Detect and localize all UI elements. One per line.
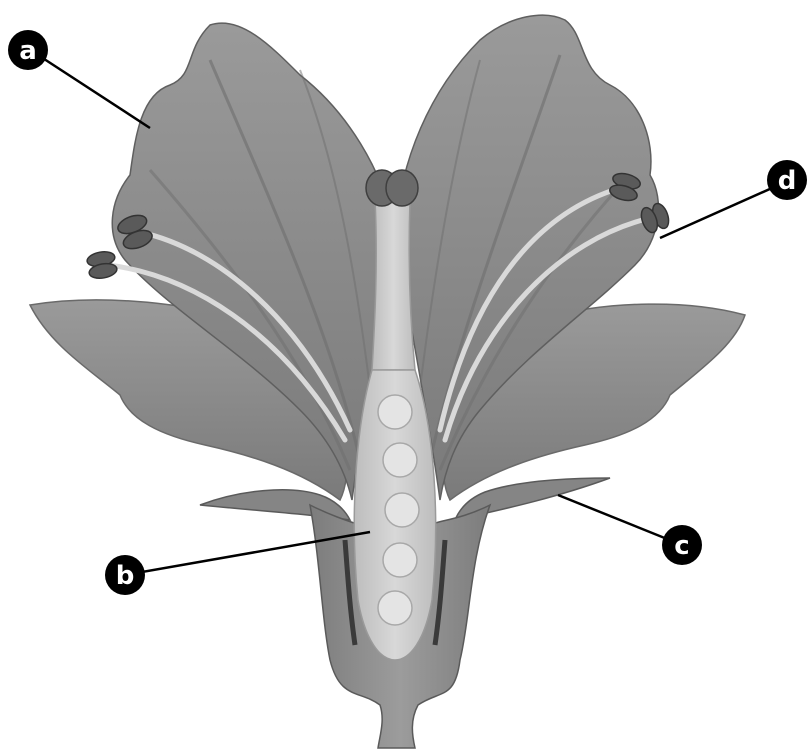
label-c-text: c bbox=[674, 531, 689, 561]
label-b-text: b bbox=[116, 561, 135, 591]
ovule-4 bbox=[383, 543, 417, 577]
stigma bbox=[366, 170, 418, 206]
label-b: b bbox=[105, 555, 145, 595]
style bbox=[372, 200, 415, 370]
label-a-text: a bbox=[19, 36, 37, 66]
label-d-text: d bbox=[778, 166, 797, 196]
ovule-3 bbox=[385, 493, 419, 527]
ovule-2 bbox=[383, 443, 417, 477]
ovule-1 bbox=[378, 395, 412, 429]
leader-line-a bbox=[38, 55, 150, 128]
label-d: d bbox=[767, 160, 807, 200]
leader-line-c bbox=[558, 495, 682, 545]
anther-left-2 bbox=[86, 250, 118, 280]
label-c: c bbox=[662, 525, 702, 565]
ovule-5 bbox=[378, 591, 412, 625]
label-a: a bbox=[8, 30, 48, 70]
